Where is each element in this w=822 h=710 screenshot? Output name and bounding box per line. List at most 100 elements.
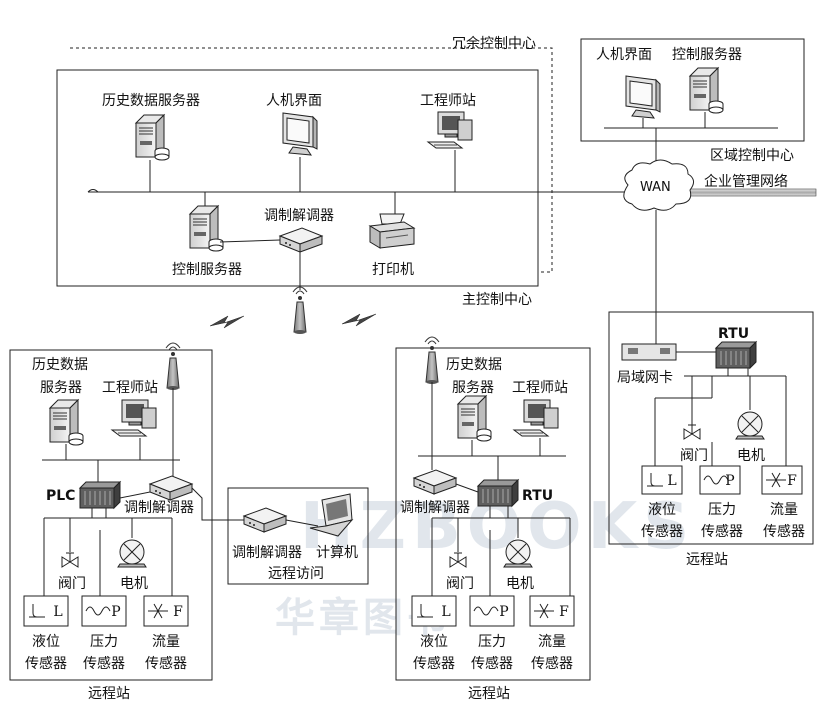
main-control-server-icon xyxy=(189,205,224,252)
remote-left-valve-label: 阀门 xyxy=(58,576,86,592)
remote-right-sensor-level-line2: 传感器 xyxy=(641,524,683,540)
remote-left-valve-icon xyxy=(61,552,79,568)
remote-left-sensor-pressure-glyph: P xyxy=(111,604,120,620)
main-antenna-icon xyxy=(292,286,308,335)
remote-right-sensor-flow-glyph: F xyxy=(787,473,797,489)
remote-right-sensor-pressure-line2: 传感器 xyxy=(701,524,743,540)
remote-right-sensor-level-line1: 液位 xyxy=(648,502,676,518)
remote-mid-sensor-level-line2: 传感器 xyxy=(413,656,455,672)
remote-mid-valve-label: 阀门 xyxy=(446,576,474,592)
remote-left-sensor-pressure-line1: 压力 xyxy=(90,634,118,650)
regional-hmi-monitor-icon xyxy=(625,75,661,119)
remote-mid-engineer-label: 工程师站 xyxy=(512,380,568,396)
remote-left-motor-label: 电机 xyxy=(120,576,148,592)
remote-right-sensor-level-glyph: L xyxy=(667,473,676,489)
remote-left-plc-icon xyxy=(79,481,121,509)
regional-hmi-label: 人机界面 xyxy=(596,47,652,63)
remote-left-sensor-flow-glyph: F xyxy=(173,604,183,620)
main-modem-icon xyxy=(279,227,323,253)
remote-left-modem-label: 调制解调器 xyxy=(124,500,194,516)
remote-mid-antenna-icon xyxy=(424,336,440,385)
printer-label: 打印机 xyxy=(372,262,414,278)
remote-mid-sensor-pressure-line2: 传感器 xyxy=(471,656,513,672)
remote-left-sensor-level-icon: L xyxy=(23,595,69,627)
main-control-server-label: 控制服务器 xyxy=(172,262,242,278)
remote-mid-historian-server-icon xyxy=(457,395,492,442)
main-historian-label: 历史数据服务器 xyxy=(102,93,200,109)
main-hmi-label: 人机界面 xyxy=(266,93,322,109)
remote-right-sensor-pressure-line1: 压力 xyxy=(708,502,736,518)
main-center-label: 主控制中心 xyxy=(462,292,532,308)
remote-left-engineer-workstation-icon xyxy=(111,399,157,437)
regional-control-server-label: 控制服务器 xyxy=(672,47,742,63)
remote-left-sensor-pressure-icon: P xyxy=(81,595,127,627)
wireless-left-icon xyxy=(209,315,245,329)
remote-left-sensor-level-line1: 液位 xyxy=(32,634,60,650)
remote-access-modem-label: 调制解调器 xyxy=(232,545,302,561)
regional-center-box xyxy=(580,38,805,142)
remote-mid-station-label: 远程站 xyxy=(468,686,510,702)
remote-right-rtu-icon xyxy=(715,341,757,369)
remote-mid-engineer-workstation-icon xyxy=(513,399,559,437)
remote-access-modem-icon xyxy=(243,507,287,533)
remote-mid-sensor-level-icon: L xyxy=(411,595,457,627)
remote-right-valve-label: 阀门 xyxy=(680,448,708,464)
regional-center-label: 区域控制中心 xyxy=(710,148,794,164)
wan-cloud-icon xyxy=(623,159,694,211)
remote-left-modem-icon xyxy=(149,475,193,501)
remote-mid-sensor-flow-line2: 传感器 xyxy=(531,656,573,672)
remote-left-sensor-flow-icon: F xyxy=(143,595,189,627)
remote-mid-sensor-level-line1: 液位 xyxy=(420,634,448,650)
wan-label: WAN xyxy=(640,180,671,195)
remote-mid-motor-icon xyxy=(503,539,533,568)
remote-left-plc-label: PLC xyxy=(46,488,76,504)
printer-icon xyxy=(369,213,415,249)
remote-mid-valve-icon xyxy=(449,552,467,568)
remote-mid-sensor-pressure-glyph: P xyxy=(499,604,508,620)
remote-left-historian-line1: 历史数据 xyxy=(32,357,88,373)
corp-network-label: 企业管理网络 xyxy=(704,174,788,190)
remote-left-sensor-level-line2: 传感器 xyxy=(25,656,67,672)
regional-control-server-icon xyxy=(689,67,724,114)
remote-mid-sensor-pressure-icon: P xyxy=(469,595,515,627)
remote-mid-sensor-flow-icon: F xyxy=(529,595,575,627)
remote-mid-sensor-pressure-line1: 压力 xyxy=(478,634,506,650)
remote-left-sensor-pressure-line2: 传感器 xyxy=(83,656,125,672)
remote-right-motor-icon xyxy=(735,411,765,440)
remote-left-motor-icon xyxy=(117,539,147,568)
lan-card-icon xyxy=(621,343,677,361)
remote-mid-box xyxy=(395,347,591,681)
remote-right-motor-label: 电机 xyxy=(737,448,765,464)
remote-mid-rtu-icon xyxy=(477,479,519,507)
remote-left-station-label: 远程站 xyxy=(88,686,130,702)
remote-right-sensor-level-icon: L xyxy=(641,465,683,495)
wireless-right-icon xyxy=(341,313,377,327)
remote-left-box xyxy=(9,349,213,681)
remote-right-rtu-label: RTU xyxy=(718,326,750,342)
main-modem-label: 调制解调器 xyxy=(264,208,334,224)
main-engineer-label: 工程师站 xyxy=(420,93,476,109)
remote-left-engineer-label: 工程师站 xyxy=(102,380,158,396)
remote-mid-modem-label: 调制解调器 xyxy=(400,500,470,516)
remote-mid-sensor-flow-glyph: F xyxy=(559,604,569,620)
remote-left-historian-server-icon xyxy=(49,399,84,446)
redundant-center-outline xyxy=(70,47,553,273)
main-center-box xyxy=(56,69,539,287)
remote-right-valve-icon xyxy=(683,424,701,440)
laptop-icon xyxy=(309,493,354,537)
remote-access-computer-label: 计算机 xyxy=(316,545,358,561)
remote-left-sensor-flow-line1: 流量 xyxy=(152,634,180,650)
remote-right-station-label: 远程站 xyxy=(686,552,728,568)
remote-access-box xyxy=(227,487,369,585)
main-engineer-workstation-icon xyxy=(427,111,473,149)
main-historian-server-icon xyxy=(135,114,170,161)
remote-right-box xyxy=(608,311,814,545)
remote-right-sensor-flow-line1: 流量 xyxy=(770,502,798,518)
remote-left-sensor-level-glyph: L xyxy=(53,604,62,620)
remote-right-sensor-pressure-glyph: P xyxy=(725,473,734,489)
remote-mid-rtu-label: RTU xyxy=(522,488,554,504)
remote-mid-historian-line2: 服务器 xyxy=(452,380,494,396)
remote-right-sensor-flow-icon: F xyxy=(761,465,803,495)
remote-mid-historian-line1: 历史数据 xyxy=(446,357,502,373)
